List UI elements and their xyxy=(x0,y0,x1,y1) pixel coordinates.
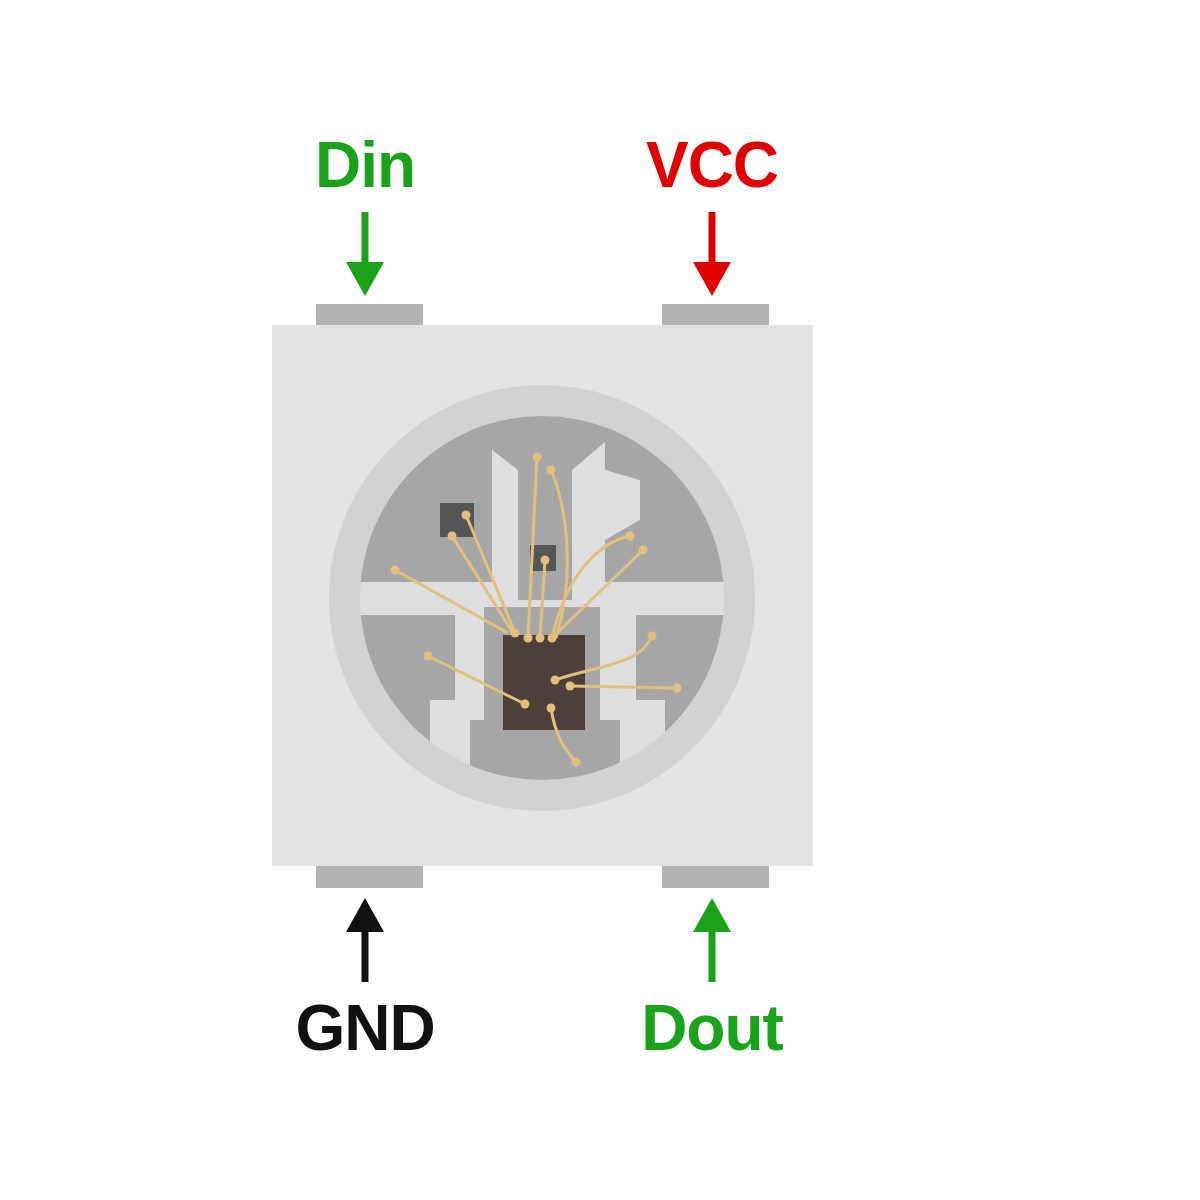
pin-pad xyxy=(662,865,769,888)
pin-arrow xyxy=(693,898,731,982)
pin-name: Din xyxy=(315,133,415,197)
pin-pad xyxy=(662,304,769,326)
pin-pad xyxy=(316,304,423,326)
bond-wires xyxy=(395,457,677,762)
bond-dots xyxy=(391,453,682,767)
pin-arrow xyxy=(346,898,384,982)
pin-name: VCC xyxy=(646,133,778,197)
led-body xyxy=(272,325,813,866)
pin-arrow xyxy=(346,212,384,296)
pin-arrow xyxy=(693,212,731,296)
pin-pad xyxy=(316,865,423,888)
pin-name: GND xyxy=(295,996,434,1060)
driver-chip xyxy=(503,635,585,730)
lead-frame xyxy=(350,400,740,810)
lens-ring xyxy=(329,385,755,811)
pin-name: Dout xyxy=(641,996,783,1060)
